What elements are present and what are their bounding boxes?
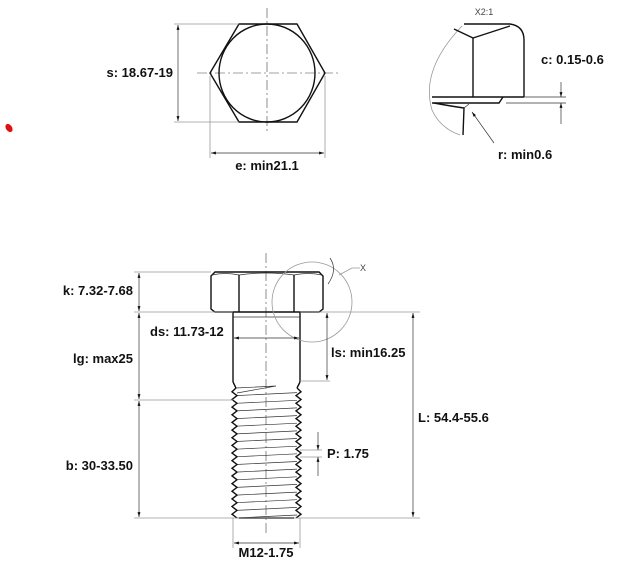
s-dimension-label: s: 18.67-19 [107, 65, 174, 80]
thread-crest-line [235, 399, 298, 404]
detail-marker-label: X [360, 263, 366, 273]
ds-dimension-label: ds: 11.73-12 [150, 324, 224, 339]
thread-crest-line [235, 445, 298, 450]
thread-size-label: M12-1.75 [239, 545, 294, 560]
thread-crest-line [235, 392, 298, 396]
r-dimension-label: r: min0.6 [498, 147, 552, 162]
thread-crest-line [235, 453, 298, 458]
thread-crest-line [235, 491, 298, 496]
thread-crest-line [235, 499, 298, 504]
L-dimension-label: L: 54.4-55.6 [418, 410, 489, 425]
thread-crest-line [235, 430, 298, 435]
lg-dimension-label: lg: max25 [73, 351, 133, 366]
detail-scale-label: X2:1 [475, 7, 494, 17]
red-marker [5, 123, 13, 133]
e-dimension-label: e: min21.1 [235, 158, 299, 173]
b-dimension-label: b: 30-33.50 [66, 458, 133, 473]
P-dimension-label: P: 1.75 [327, 446, 369, 461]
thread-crest-line [235, 422, 298, 427]
c-dimension-label: c: 0.15-0.6 [541, 52, 604, 67]
thread-crest-line [235, 468, 298, 473]
bolt-side-view [134, 253, 420, 548]
thread-crest-line [235, 415, 298, 419]
thread-crest-line [235, 484, 298, 488]
detail-x-view [428, 23, 566, 144]
ls-dimension-label: ls: min16.25 [331, 345, 405, 360]
thread-crest-line [235, 507, 298, 511]
thread-crest-line [235, 407, 298, 412]
k-dimension-label: k: 7.32-7.68 [63, 283, 133, 298]
thread-crest-line [235, 438, 298, 442]
thread-crest-line [235, 461, 298, 465]
thread-crest-line [235, 476, 298, 481]
thread-profile-right [294, 387, 303, 519]
hex-top-view [174, 8, 340, 158]
thread-profile-left [230, 387, 239, 519]
